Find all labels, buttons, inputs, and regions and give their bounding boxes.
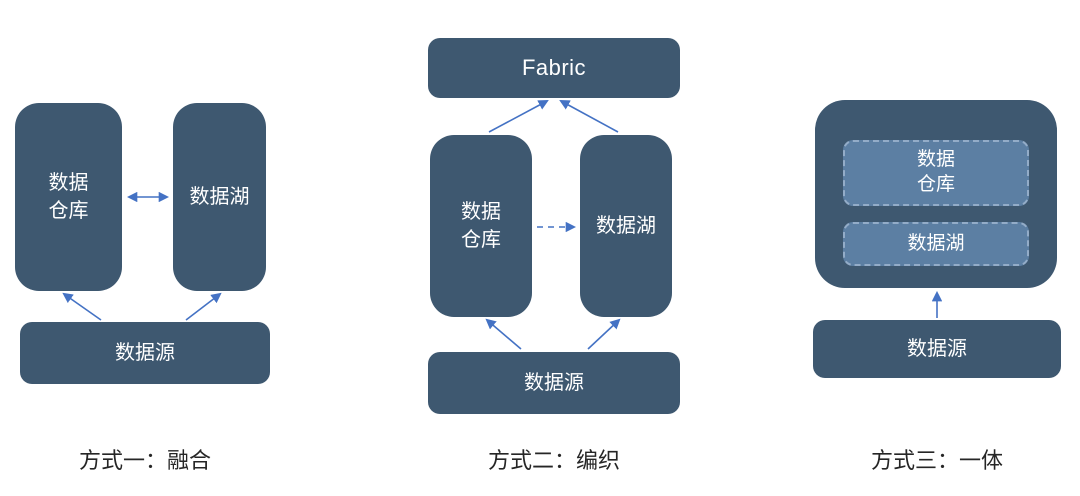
arrow-m1-source-to-warehouse — [62, 292, 102, 321]
method1-source-box: 数据源 — [20, 322, 270, 384]
method3-warehouse-box: 数据 仓库 — [843, 140, 1029, 206]
arrow-m2-source-to-lake — [587, 318, 621, 350]
method3-caption: 方式三：一体 — [870, 448, 1003, 473]
method2-caption: 方式二：编织 — [487, 448, 620, 473]
method2-warehouse-box: 数据 仓库 — [430, 135, 532, 317]
method1-warehouse-box: 数据 仓库 — [15, 103, 122, 291]
arrow-m2-lake-to-fabric — [559, 100, 619, 133]
method2-source-box: 数据源 — [428, 352, 680, 414]
method1-caption: 方式一：融合 — [78, 448, 211, 473]
arrow-m2-warehouse-to-fabric — [488, 100, 549, 133]
method3-source-box: 数据源 — [813, 320, 1061, 378]
method3-lake-box: 数据湖 — [843, 222, 1029, 266]
method1-lake-box: 数据湖 — [173, 103, 266, 291]
method2-lake-box: 数据湖 — [580, 135, 672, 317]
arrow-m2-source-to-warehouse — [485, 318, 522, 350]
arrow-m1-source-to-lake — [185, 292, 222, 321]
method2-fabric-box: Fabric — [428, 38, 680, 98]
